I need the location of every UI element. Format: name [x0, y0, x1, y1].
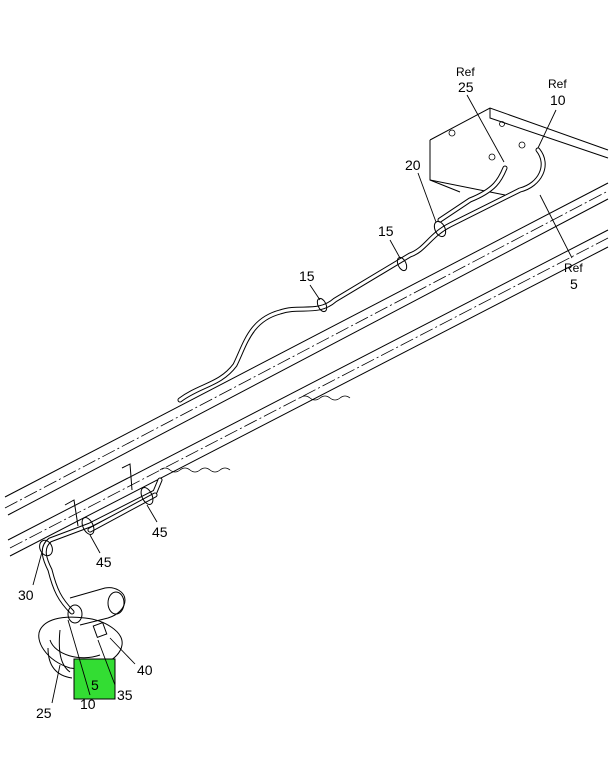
- clamps: [39, 220, 447, 557]
- hose-assembly: [41, 147, 546, 615]
- callouts: Ref 25 Ref 10 Ref 5 20 15 15 45 45 30 40…: [18, 65, 583, 721]
- bracket: [64, 499, 79, 527]
- bolt-icon: [518, 141, 526, 149]
- callout-30: 30: [18, 587, 34, 603]
- frame-rail: [4, 182, 609, 557]
- clamp-15-upper: [396, 256, 408, 272]
- bolt-icon: [448, 129, 456, 137]
- callout-5: 5: [91, 677, 99, 693]
- valve-assembly: [38, 587, 126, 679]
- callout-ref25-num: 25: [458, 79, 474, 95]
- callout-ref5-num: 5: [570, 276, 578, 292]
- callout-45-upper: 45: [152, 524, 168, 540]
- callout-15-lower: 15: [299, 268, 315, 284]
- callout-40: 40: [137, 662, 153, 678]
- clamp-20: [433, 220, 447, 238]
- callout-ref25-ref: Ref: [456, 65, 475, 79]
- callout-15-upper: 15: [378, 223, 394, 239]
- callout-ref5-ref: Ref: [564, 261, 583, 275]
- clamp-45-upper: [140, 487, 154, 505]
- bracket: [121, 463, 133, 491]
- mounting-plate: [429, 107, 609, 196]
- leader-lines: [32, 94, 573, 704]
- bolt-icon: [488, 153, 496, 161]
- callout-ref10-ref: Ref: [548, 77, 567, 91]
- callout-10: 10: [80, 696, 96, 712]
- callout-45-lower: 45: [96, 554, 112, 570]
- callout-35: 35: [117, 687, 133, 703]
- clamp-45-lower: [81, 517, 95, 535]
- bolt-icon: [499, 121, 505, 127]
- callout-20: 20: [405, 157, 421, 173]
- callout-25: 25: [36, 705, 52, 721]
- clamp-30: [39, 539, 53, 557]
- callout-ref10-num: 10: [550, 92, 566, 108]
